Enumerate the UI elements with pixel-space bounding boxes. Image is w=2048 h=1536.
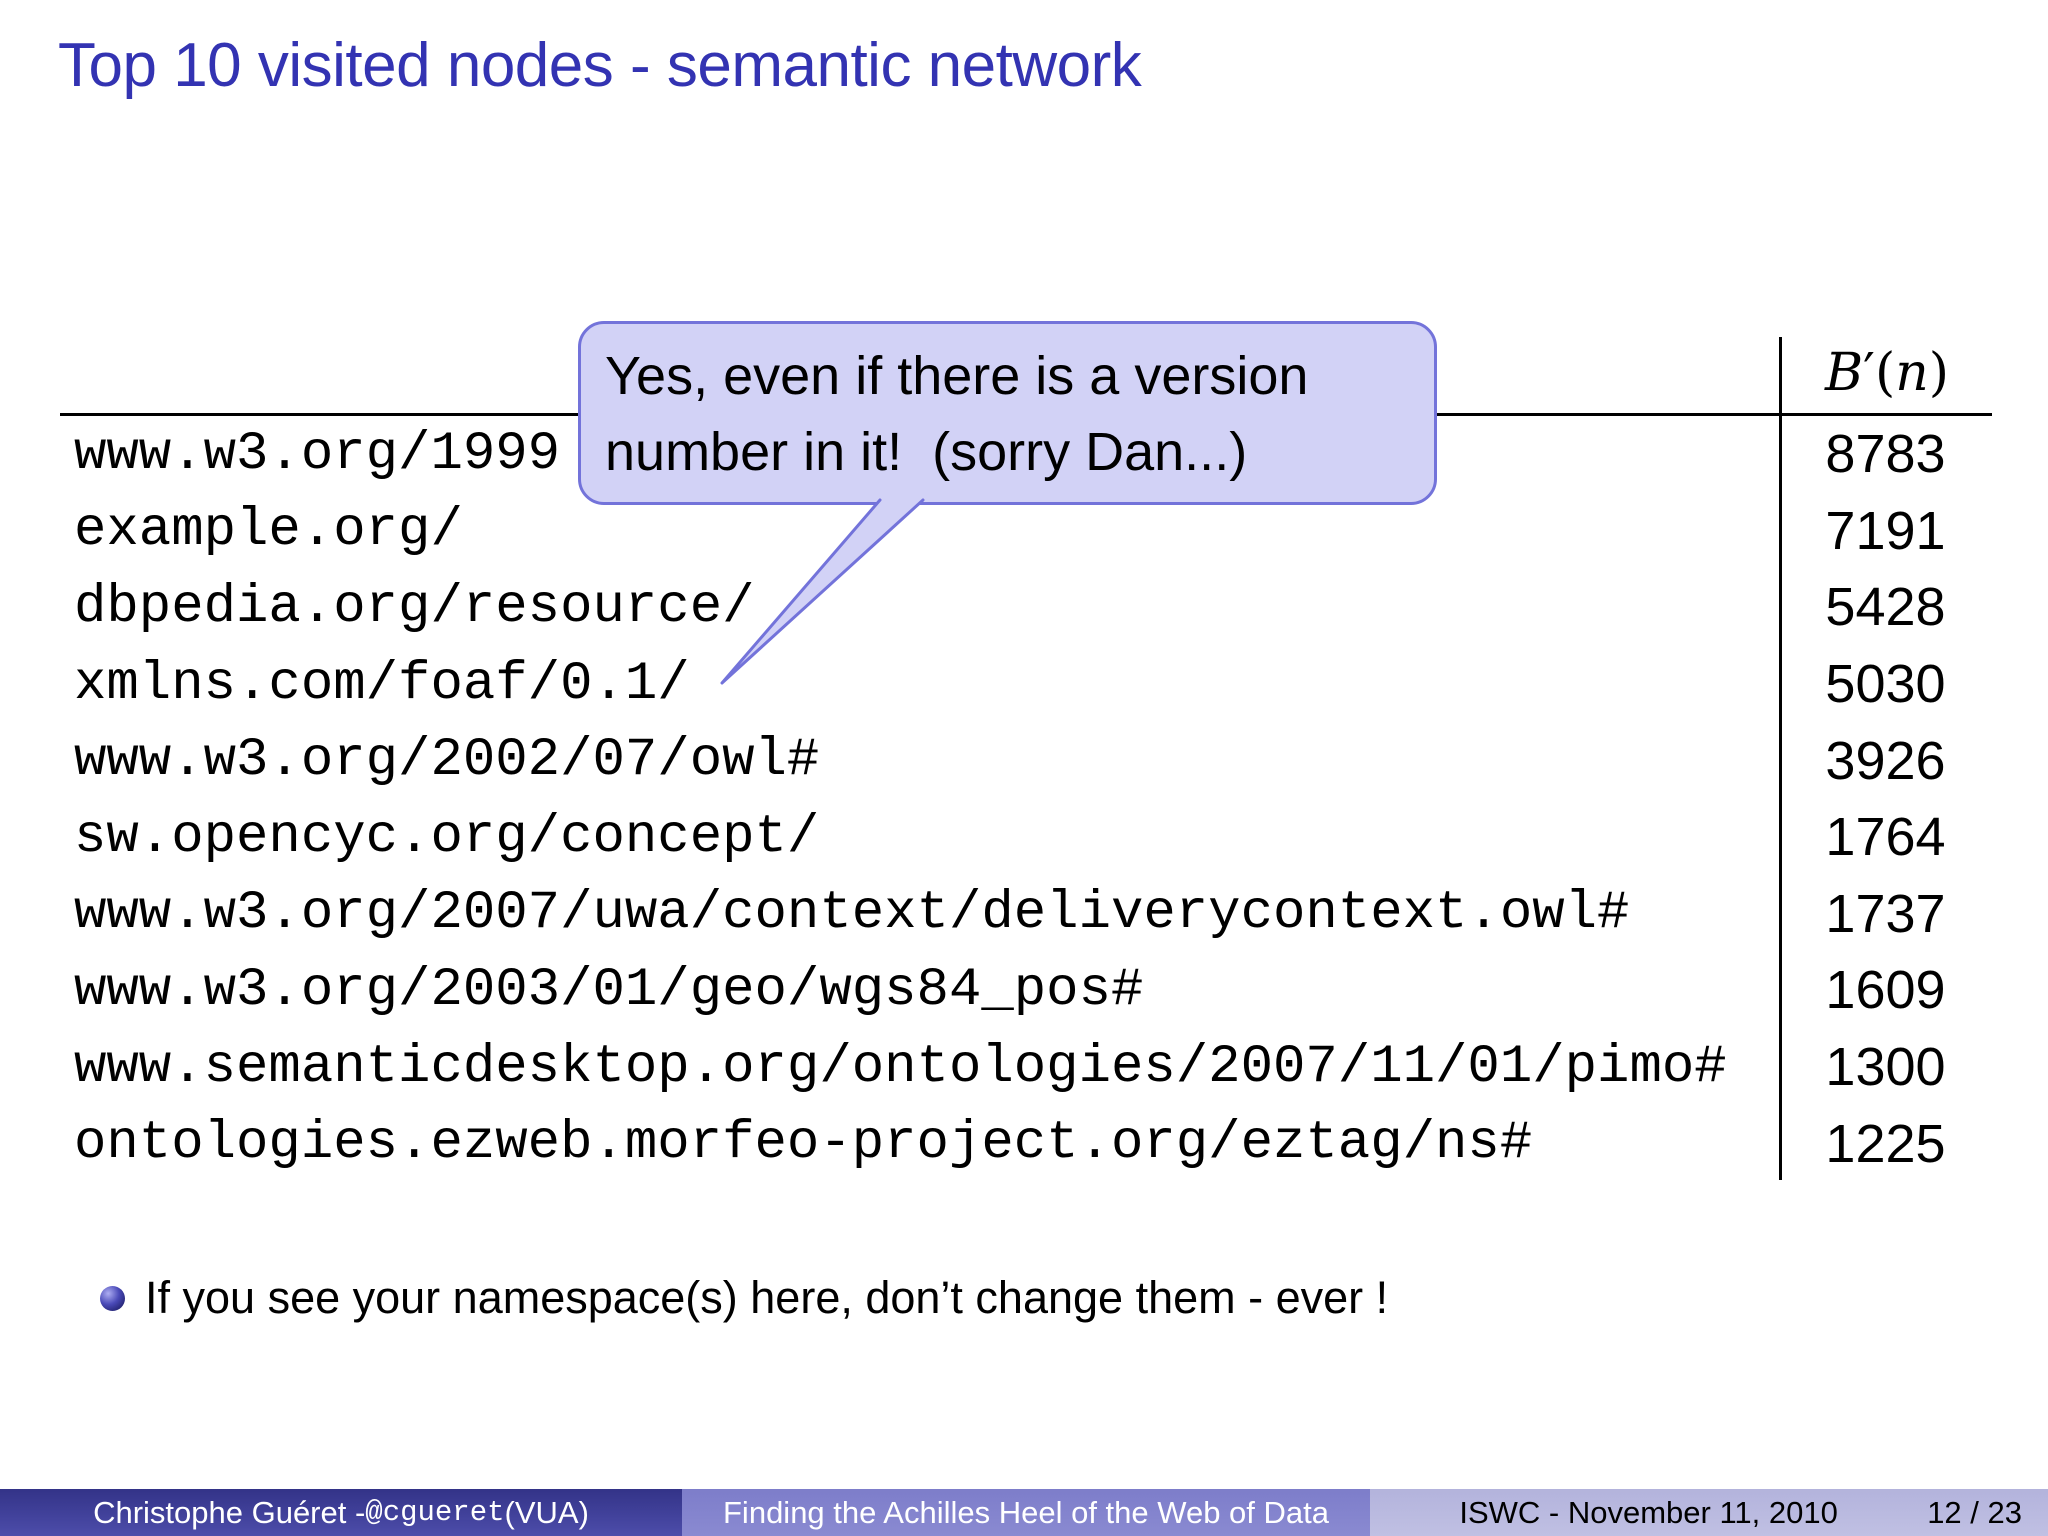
math-n: n [1895, 343, 1929, 403]
table-row: dbpedia.org/resource/ 5428 [60, 569, 1992, 646]
footer-author-handle: @cgueret [365, 1496, 505, 1529]
node-url: www.w3.org/2002/07/owl# [74, 730, 820, 792]
table-row: example.org/ 7191 [60, 493, 1992, 570]
table-row: www.w3.org/2002/07/owl# 3926 [60, 722, 1992, 799]
node-url: www.w3.org/2007/uwa/context/deliverycont… [74, 883, 1630, 945]
math-b: B [1824, 343, 1864, 403]
footer-author-box: Christophe Guéret - @cgueret (VUA) [0, 1489, 682, 1536]
table-value-column-header: B′(n) [1782, 335, 1992, 411]
table-row: www.semanticdesktop.org/ontologies/2007/… [60, 1029, 1992, 1106]
page-title: Top 10 visited nodes - semantic network [58, 31, 1142, 100]
table-row: www.w3.org/2007/uwa/context/deliverycont… [60, 876, 1992, 953]
math-close-paren: ) [1928, 343, 1950, 403]
table-row: sw.opencyc.org/concept/ 1764 [60, 799, 1992, 876]
bullet-icon [100, 1285, 125, 1311]
math-prime-paren: ′( [1863, 343, 1896, 403]
footer-paper-title-box: Finding the Achilles Heel of the Web of … [682, 1489, 1370, 1536]
betweenness-value: 1764 [1825, 807, 1946, 868]
footer-author-affiliation: (VUA) [504, 1494, 589, 1530]
table-column-divider [1779, 337, 1782, 1180]
footer-venue-box: ISWC - November 11, 2010 12 / 23 [1370, 1489, 2048, 1536]
node-url: sw.opencyc.org/concept/ [74, 806, 820, 868]
callout-bubble: Yes, even if there is a version number i… [578, 321, 1437, 505]
node-url: ontologies.ezweb.morfeo-project.org/ezta… [74, 1113, 1533, 1175]
node-url: www.w3.org/2003/01/geo/wgs84_pos# [74, 959, 1144, 1021]
betweenness-value: 1609 [1825, 960, 1946, 1021]
betweenness-value: 1737 [1825, 883, 1946, 944]
node-url: www.w3.org/1999 [74, 423, 561, 485]
node-url: xmlns.com/foaf/0.1/ [74, 653, 690, 715]
footer-venue-date: ISWC - November 11, 2010 [1459, 1494, 1838, 1530]
callout-text-line2: number in it! (sorry Dan...) [605, 422, 1248, 482]
table-row: xmlns.com/foaf/0.1/ 5030 [60, 646, 1992, 723]
footer-bar: Christophe Guéret - @cgueret (VUA) Findi… [0, 1489, 2048, 1536]
bullet-item: If you see your namespace(s) here, don’t… [100, 1272, 1388, 1324]
node-url: www.semanticdesktop.org/ontologies/2007/… [74, 1036, 1727, 1098]
footer-author-name: Christophe Guéret - [93, 1494, 366, 1530]
callout-tail [720, 498, 925, 685]
table-row: ontologies.ezweb.morfeo-project.org/ezta… [60, 1105, 1992, 1182]
table-row: www.w3.org/1999 8783 [60, 416, 1992, 493]
betweenness-value: 1300 [1825, 1037, 1946, 1098]
betweenness-value: 5428 [1825, 577, 1946, 638]
betweenness-value: 3926 [1825, 730, 1946, 791]
table-body: www.w3.org/1999 8783 example.org/ 7191 d… [60, 416, 1992, 1182]
bullet-text: If you see your namespace(s) here, don’t… [145, 1272, 1389, 1323]
betweenness-value: 5030 [1825, 654, 1946, 715]
betweenness-value: 1225 [1825, 1113, 1946, 1174]
node-url: example.org/ [74, 500, 463, 562]
table-row: www.w3.org/2003/01/geo/wgs84_pos# 1609 [60, 952, 1992, 1029]
callout-text-line1: Yes, even if there is a version [605, 346, 1309, 406]
page-number: 12 / 23 [1927, 1494, 2022, 1530]
footer-paper-title: Finding the Achilles Heel of the Web of … [723, 1494, 1329, 1530]
betweenness-value: 8783 [1825, 424, 1946, 485]
betweenness-value: 7191 [1825, 500, 1946, 561]
node-url: dbpedia.org/resource/ [74, 576, 755, 638]
